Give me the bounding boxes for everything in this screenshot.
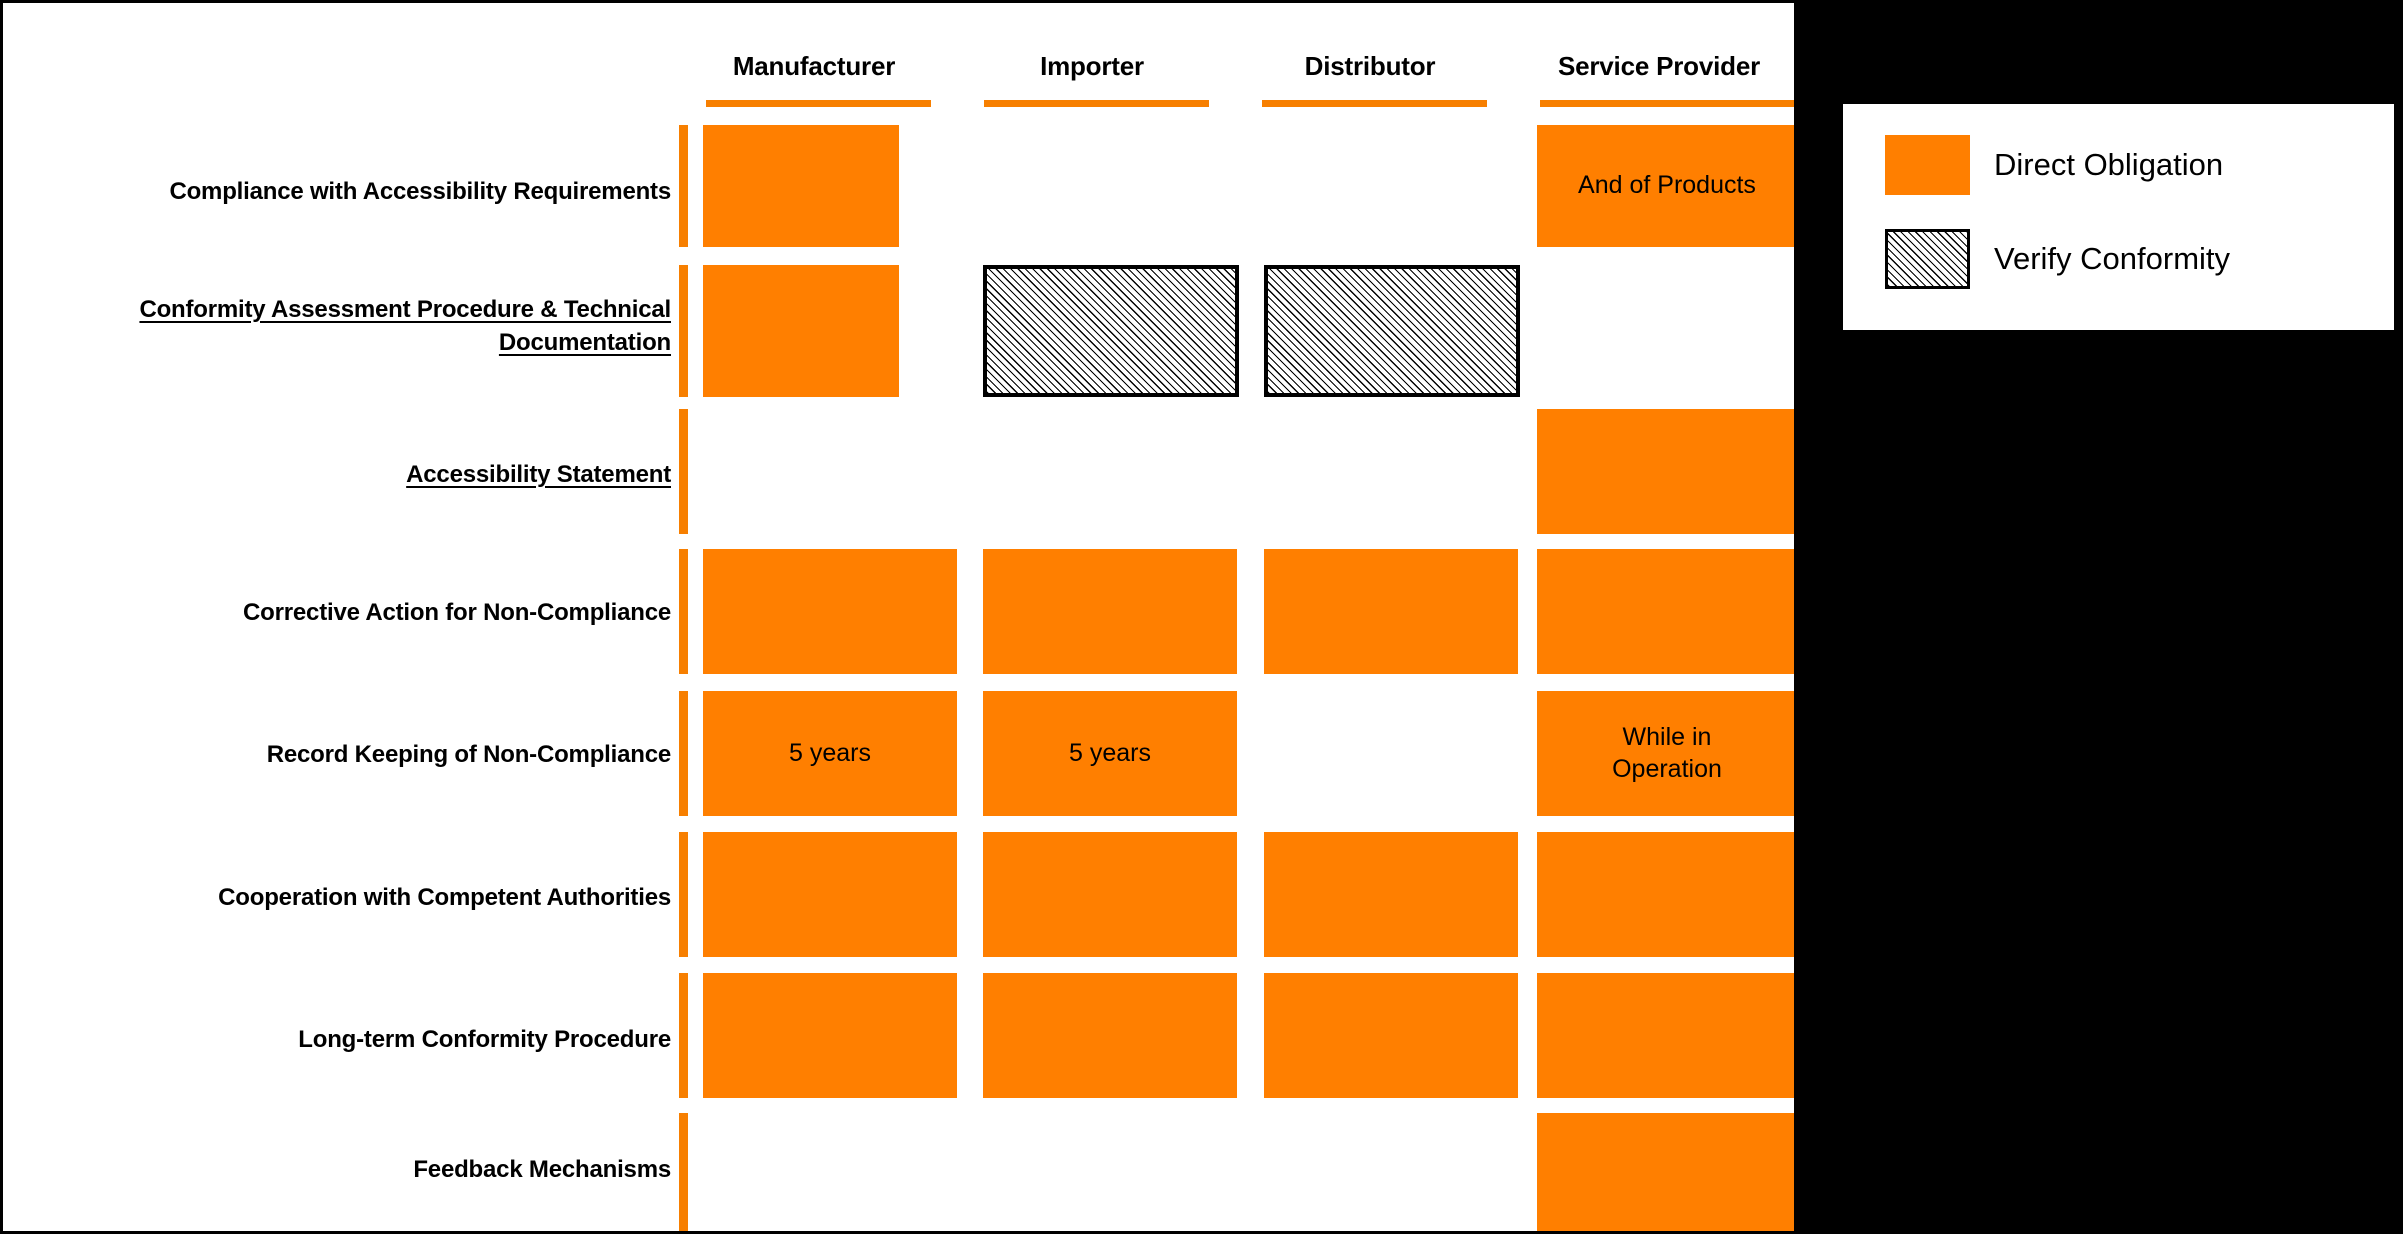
chart-legend: Direct Obligation Verify Conformity (1840, 101, 2397, 333)
legend-item-verify-conformity[interactable]: Verify Conformity (1843, 224, 2394, 294)
column-rule-distributor (1262, 100, 1487, 107)
column-header-label: Importer (1040, 51, 1144, 81)
cell-label: 5 years (789, 738, 871, 767)
legend-label: Verify Conformity (1994, 241, 2231, 276)
axis-tick-row-4 (679, 549, 688, 674)
column-rule-manufacturer (706, 100, 931, 107)
axis-tick-row-3 (679, 409, 688, 534)
column-header-manufacturer: Manufacturer (697, 51, 931, 82)
row-label-cooperation-with-competent-authorities: Cooperation with Competent Authorities (63, 881, 671, 914)
row-label-text: Long-term Conformity Procedure (298, 1026, 671, 1053)
cell-cooperation-manufacturer[interactable] (703, 832, 957, 957)
legend-label: Direct Obligation (1994, 147, 2224, 182)
cell-label: 5 years (1069, 738, 1151, 767)
axis-tick-row-6 (679, 832, 688, 957)
row-label-accessibility-statement[interactable]: Accessibility Statement (63, 458, 671, 491)
cell-compliance-service-provider[interactable]: And of Products (1537, 125, 1794, 247)
cell-cooperation-service-provider[interactable] (1537, 832, 1794, 957)
cell-feedback-mechanisms-service-provider[interactable] (1537, 1113, 1794, 1231)
cell-label-line-1: While in (1622, 723, 1712, 752)
row-label-record-keeping-of-non-compliance: Record Keeping of Non-Compliance (63, 738, 671, 771)
legend-swatch-verify-conformity-icon (1885, 229, 1970, 289)
axis-tick-row-5 (679, 691, 688, 816)
row-label-text: Cooperation with Competent Authorities (218, 884, 671, 911)
row-label-corrective-action-for-non-compliance: Corrective Action for Non-Compliance (63, 596, 671, 629)
axis-tick-row-8 (679, 1113, 688, 1231)
legend-item-direct-obligation[interactable]: Direct Obligation (1843, 130, 2394, 200)
cell-long-term-conformity-service-provider[interactable] (1537, 973, 1794, 1098)
axis-tick-row-7 (679, 973, 688, 1098)
row-label-text: Accessibility Statement (406, 461, 671, 488)
cell-conformity-importer[interactable] (983, 265, 1239, 397)
column-header-service-provider: Service Provider (1531, 51, 1787, 82)
column-rule-service-provider (1540, 100, 1794, 107)
cell-conformity-manufacturer[interactable] (703, 265, 899, 397)
column-header-importer: Importer (975, 51, 1209, 82)
cell-record-keeping-service-provider[interactable]: While in Operation (1537, 691, 1794, 816)
column-rule-importer (984, 100, 1209, 107)
axis-tick-row-2 (679, 265, 688, 397)
cell-compliance-manufacturer[interactable] (703, 125, 899, 247)
cell-accessibility-statement-service-provider[interactable] (1537, 409, 1794, 534)
cell-record-keeping-importer[interactable]: 5 years (983, 691, 1237, 816)
cell-corrective-action-manufacturer[interactable] (703, 549, 957, 674)
obligations-matrix-chart: Manufacturer Importer Distributor Servic… (0, 0, 1794, 1234)
column-header-label: Service Provider (1557, 51, 1761, 81)
cell-corrective-action-importer[interactable] (983, 549, 1237, 674)
row-label-feedback-mechanisms: Feedback Mechanisms (63, 1153, 671, 1186)
cell-label: While in Operation (1612, 722, 1722, 785)
cell-corrective-action-service-provider[interactable] (1537, 549, 1794, 674)
row-label-text: Corrective Action for Non-Compliance (243, 599, 671, 626)
cell-long-term-conformity-manufacturer[interactable] (703, 973, 957, 1098)
cell-cooperation-importer[interactable] (983, 832, 1237, 957)
column-header-label: Manufacturer (732, 51, 896, 81)
row-label-text: Record Keeping of Non-Compliance (266, 741, 671, 768)
row-label-text: Compliance with Accessibility Requiremen… (169, 178, 671, 205)
cell-conformity-distributor[interactable] (1264, 265, 1520, 397)
column-header-label: Distributor (1304, 51, 1436, 81)
axis-tick-row-1 (679, 125, 688, 247)
row-label-text: Feedback Mechanisms (413, 1156, 671, 1183)
row-label-text: Conformity Assessment Procedure & Techni… (139, 296, 671, 357)
cell-long-term-conformity-distributor[interactable] (1264, 973, 1518, 1098)
cell-cooperation-distributor[interactable] (1264, 832, 1518, 957)
legend-swatch-direct-obligation-icon (1885, 135, 1970, 195)
cell-label-line-2: Operation (1612, 754, 1722, 783)
row-label-long-term-conformity-procedure: Long-term Conformity Procedure (63, 1023, 671, 1056)
cell-long-term-conformity-importer[interactable] (983, 973, 1237, 1098)
column-header-distributor: Distributor (1253, 51, 1487, 82)
row-label-conformity-assessment-procedure[interactable]: Conformity Assessment Procedure & Techni… (63, 293, 671, 359)
cell-corrective-action-distributor[interactable] (1264, 549, 1518, 674)
cell-label: And of Products (1578, 171, 1756, 200)
cell-record-keeping-manufacturer[interactable]: 5 years (703, 691, 957, 816)
row-label-compliance-with-accessibility-requirements: Compliance with Accessibility Requiremen… (63, 175, 671, 208)
